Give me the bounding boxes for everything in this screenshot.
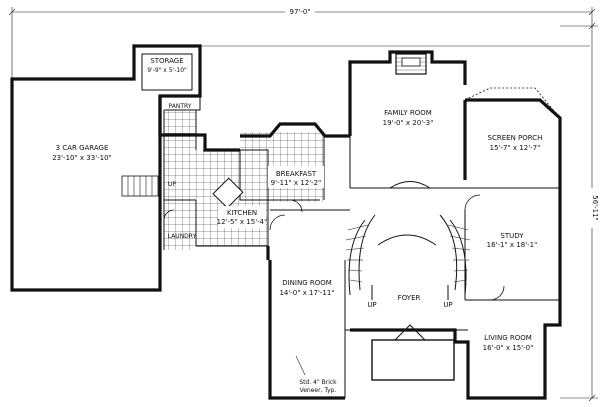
- foyer-stairs: [345, 181, 471, 300]
- laundry-name: LAUNDRY: [168, 233, 197, 240]
- overall-width-dimension: 97'-0": [8, 5, 596, 80]
- overall-depth-dimension: 56'-11": [560, 22, 599, 402]
- living-size: 16'-0" x 15'-0": [483, 344, 534, 352]
- family-name: FAMILY ROOM: [384, 109, 432, 117]
- pantry-name: PANTRY: [169, 103, 192, 110]
- front-porch: [371, 324, 455, 381]
- room-garage: 3 CAR GARAGE 23'-10" x 33'-10": [52, 144, 112, 162]
- foyer-name: FOYER: [398, 294, 421, 302]
- stair-up-right: UP: [443, 301, 452, 309]
- garage-name: 3 CAR GARAGE: [56, 144, 109, 152]
- dining-size: 14'-0" x 17'-11": [279, 289, 334, 297]
- overall-width-label: 97'-0": [289, 8, 310, 16]
- note-line1: Std. 4" Brick: [299, 379, 337, 386]
- study-size: 16'-1" x 18'-1": [487, 241, 538, 249]
- room-screen-porch: SCREEN PORCH 15'-7" x 12'-7": [488, 134, 543, 152]
- study-name: STUDY: [500, 232, 524, 240]
- garage-stairs: [121, 175, 159, 197]
- brick-note: Std. 4" Brick Veneer, Typ.: [295, 355, 337, 394]
- pantry-tile-floor: [164, 110, 196, 250]
- room-kitchen: KITCHEN 12'-5" x 15'-4": [217, 206, 268, 228]
- room-breakfast: BREAKFAST 9'-11" x 12'-2": [268, 166, 324, 188]
- living-name: LIVING ROOM: [484, 334, 532, 342]
- stair-up-garage: UP: [168, 181, 176, 188]
- breakfast-size: 9'-11" x 12'-2": [271, 179, 322, 187]
- kitchen-island: [212, 177, 244, 209]
- room-living: LIVING ROOM 16'-0" x 15'-0": [483, 334, 534, 352]
- family-size: 19'-0" x 20'-3": [383, 119, 434, 127]
- room-storage: STORAGE 9'-9" x 5'-10": [147, 57, 187, 74]
- overall-depth-label: 56'-11": [591, 195, 599, 220]
- dining-name: DINING ROOM: [282, 279, 332, 287]
- breakfast-name: BREAKFAST: [276, 170, 317, 178]
- note-line2: Veneer, Typ.: [300, 387, 337, 394]
- doors: [163, 194, 505, 301]
- screen-name: SCREEN PORCH: [488, 134, 543, 142]
- room-dining: DINING ROOM 14'-0" x 17'-11": [279, 279, 334, 297]
- exterior-walls: [10, 44, 562, 400]
- kitchen-size: 12'-5" x 15'-4": [217, 218, 268, 226]
- storage-size: 9'-9" x 5'-10": [147, 67, 187, 74]
- fireplace: [395, 53, 427, 75]
- kitchen-name: KITCHEN: [227, 209, 257, 217]
- stair-up-left: UP: [367, 301, 376, 309]
- room-family: FAMILY ROOM 19'-0" x 20'-3": [383, 109, 434, 127]
- storage-name: STORAGE: [150, 57, 183, 65]
- garage-size: 23'-10" x 33'-10": [52, 154, 112, 162]
- room-study: STUDY 16'-1" x 18'-1": [487, 232, 538, 249]
- screen-size: 15'-7" x 12'-7": [490, 144, 541, 152]
